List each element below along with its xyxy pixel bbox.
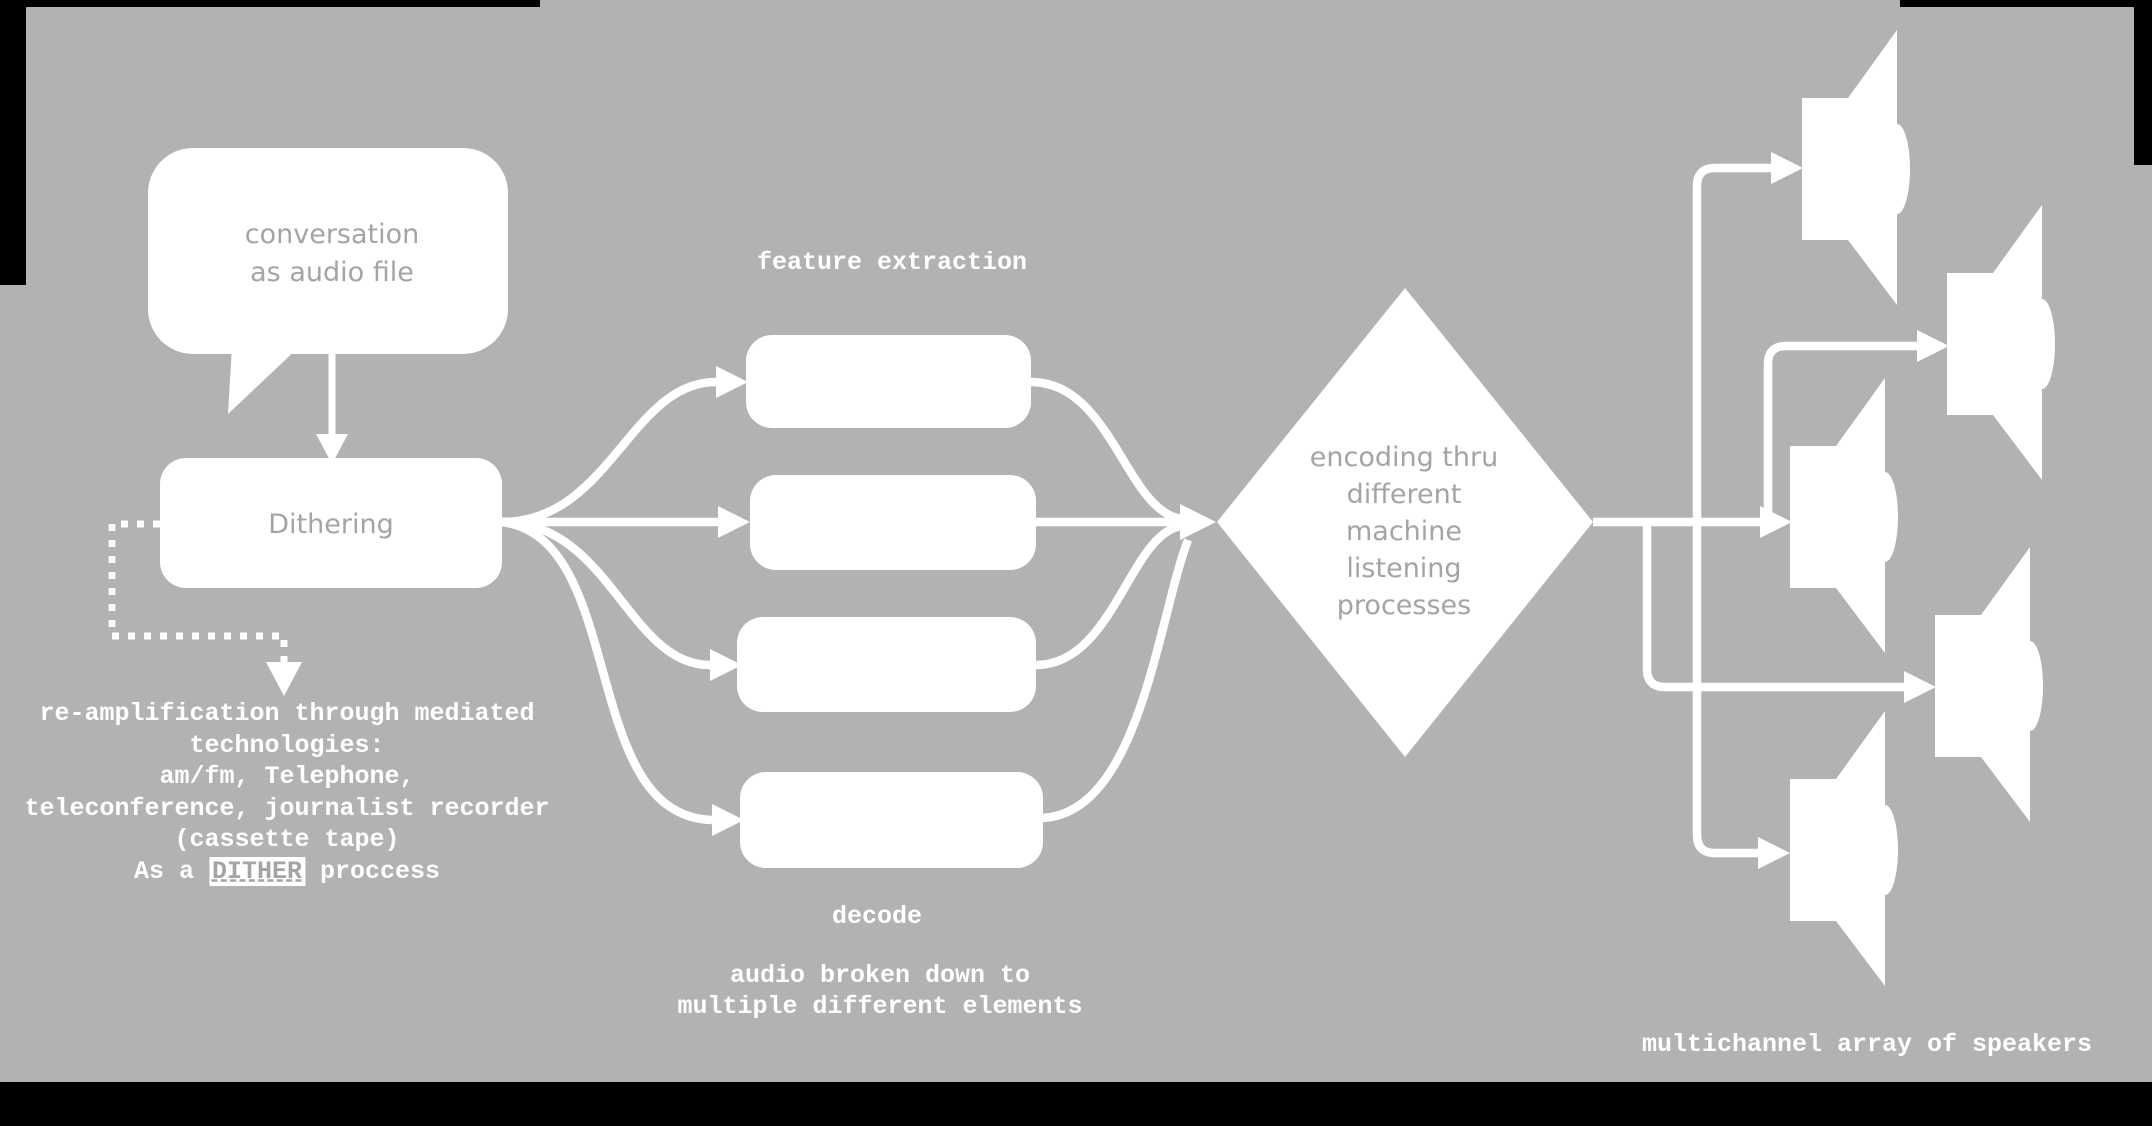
dither-highlight: DITHER: [208, 856, 305, 886]
diamond-line-2: different: [1347, 479, 1462, 510]
speaker-icon-1: [1802, 30, 1910, 305]
speaker-branch-lines: [1593, 163, 1918, 858]
curve-to-box-1: [501, 377, 717, 527]
decision-diamond: encoding thru different machine listenin…: [1217, 288, 1593, 757]
branch-speaker-1: [1692, 163, 1772, 522]
feature-box-3: [737, 617, 1036, 712]
feature-box-4: [740, 772, 1043, 868]
curve-from-box-1: [1030, 377, 1183, 524]
feature-box-2: [750, 475, 1036, 570]
diamond-line-1: encoding thru: [1310, 442, 1498, 473]
dithering-box: Dithering: [160, 458, 502, 588]
decision-diamond-body: [1217, 288, 1593, 757]
speaker-icon-5: [1790, 711, 1898, 986]
reamp-line-4: teleconference, journalist recorder: [24, 793, 550, 823]
speaker-icon-4: [1935, 547, 2043, 822]
arrowhead-box-1-icon: [716, 366, 748, 398]
black-edge-top-right: [1900, 0, 2152, 7]
reamp-line-1: re-amplification through mediated: [39, 699, 535, 728]
arrowhead-down-icon: [316, 434, 348, 464]
diamond-line-3: machine: [1346, 516, 1462, 547]
speech-bubble-body: [148, 148, 508, 354]
black-edge-left: [0, 0, 26, 285]
branch-speaker-2: [1763, 341, 1918, 522]
arrowhead-box-3-icon: [710, 649, 742, 681]
feature-extraction-label: feature extraction: [756, 248, 1028, 277]
curve-from-box-3: [1035, 521, 1183, 670]
dashed-arrowhead-icon: [266, 662, 302, 696]
decode-label: decode: [831, 902, 923, 931]
diamond-line-4: listening: [1346, 553, 1461, 584]
speech-bubble: conversation as audio file: [148, 148, 508, 414]
speech-bubble-line-1: conversation: [245, 219, 420, 250]
black-edge-top-left: [0, 0, 540, 7]
diamond-line-5: processes: [1337, 590, 1471, 621]
dithering-box-body: [160, 458, 502, 588]
reamp-last-suffix: proccess: [305, 856, 441, 886]
audio-note-line-1: audio broken down to: [729, 961, 1031, 990]
arrowhead-diamond-icon: [1180, 504, 1216, 540]
curve-to-box-3: [501, 517, 711, 670]
convergence-curves: [1030, 377, 1192, 823]
fanout-curves: [501, 377, 718, 825]
speaker-icon-2: [1947, 205, 2055, 480]
curve-to-box-4: [501, 517, 713, 825]
arrowhead-speaker-1-icon: [1771, 152, 1803, 184]
arrowhead-speaker-5-icon: [1758, 837, 1790, 869]
arrowhead-box-2-icon: [718, 506, 750, 538]
arrowhead-box-4-icon: [712, 804, 744, 836]
branch-speaker-5: [1692, 522, 1758, 858]
audio-note-line-2: multiple different elements: [677, 992, 1083, 1021]
speaker-icon-3: [1790, 378, 1898, 653]
speakers-array-label: multichannel array of speakers: [1641, 1030, 2093, 1059]
arrowhead-speaker-3-icon: [1760, 506, 1792, 538]
reamp-line-6: As a DITHER proccess: [133, 856, 441, 886]
reamp-line-2: technologies:: [189, 730, 385, 760]
speech-bubble-line-2: as audio file: [250, 257, 414, 288]
branch-speaker-4: [1642, 522, 1904, 692]
speech-bubble-tail: [228, 346, 300, 414]
arrowhead-speaker-2-icon: [1917, 330, 1949, 362]
dithering-label: Dithering: [268, 509, 393, 540]
arrowhead-speaker-4-icon: [1904, 671, 1936, 703]
arrow-bubble-to-dithering: [316, 352, 348, 464]
dashed-connector: [108, 520, 288, 662]
reamp-line-5: (cassette tape): [174, 825, 400, 854]
reamp-last-prefix: As a: [133, 856, 209, 886]
curve-from-box-4: [1042, 538, 1192, 823]
black-edge-bottom: [0, 1082, 2152, 1126]
black-edge-right: [2134, 0, 2152, 165]
feature-box-1: [746, 335, 1031, 428]
reamp-line-3: am/fm, Telephone,: [159, 762, 415, 791]
